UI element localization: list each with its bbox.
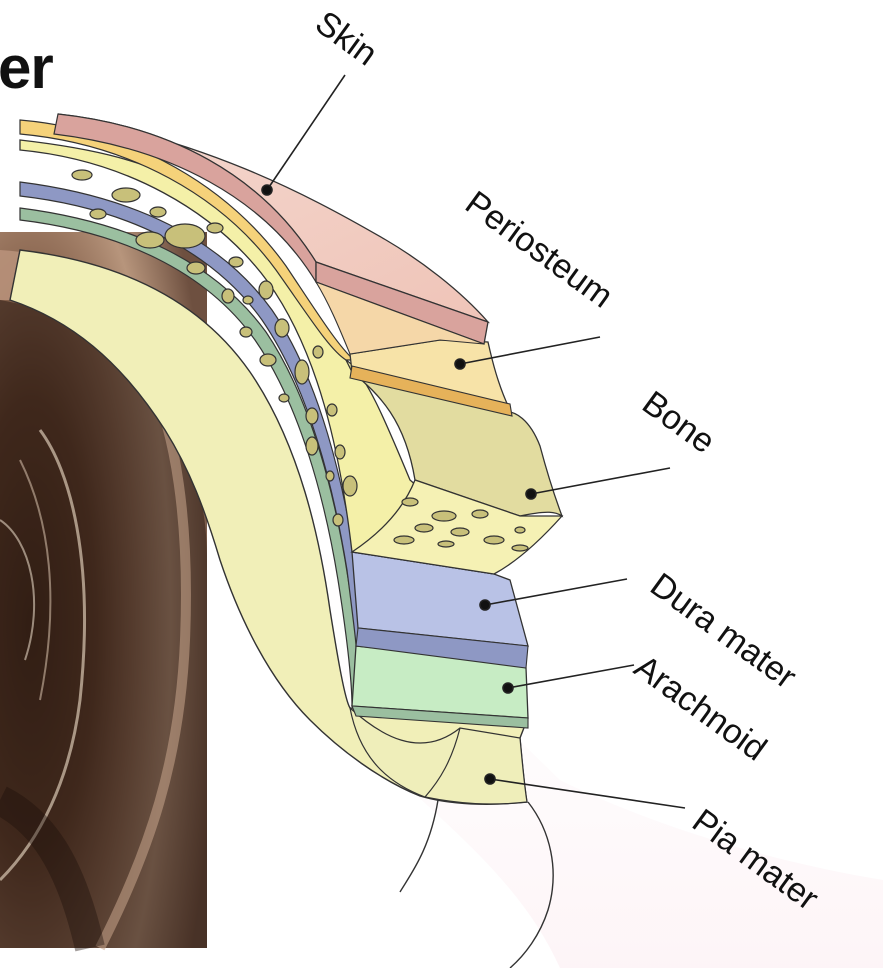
- label-skin: Skin: [308, 4, 384, 74]
- label-periosteum: Periosteum: [458, 184, 619, 316]
- sulcus-line: [400, 800, 438, 892]
- label-bone: Bone: [635, 384, 722, 461]
- slide-title-fragment: er: [0, 38, 53, 98]
